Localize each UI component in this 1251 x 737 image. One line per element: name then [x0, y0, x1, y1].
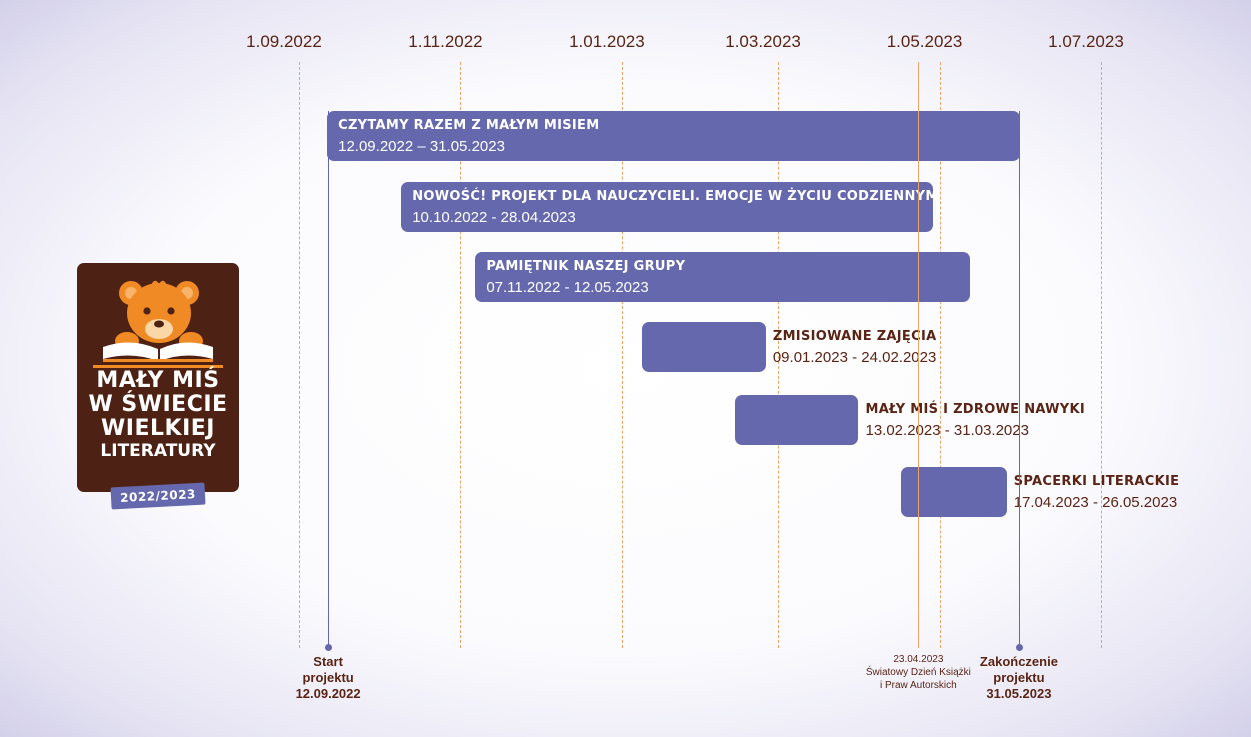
- gridline: [621, 62, 623, 648]
- task-dates: 09.01.2023 - 24.02.2023: [772, 349, 937, 366]
- logo-line: LITERATURY: [100, 441, 216, 461]
- start-marker-line: [328, 111, 330, 647]
- task-bar: [475, 252, 970, 302]
- start-marker-dot: [325, 644, 333, 651]
- task-bar: [734, 395, 859, 445]
- start-marker-label-line: Start: [313, 654, 343, 669]
- logo-line: WIELKIEJ: [101, 416, 215, 441]
- bear-reading-book-icon: [93, 280, 223, 368]
- gridline: [939, 62, 941, 648]
- event-marker-label-line: i Praw Autorskich: [880, 680, 957, 691]
- task-bar: [327, 111, 1020, 161]
- axis-tick-label: 1.09.2022: [246, 32, 322, 51]
- task-title: ZMISIOWANE ZAJĘCIA: [772, 329, 937, 344]
- axis-tick-label: 1.03.2023: [725, 32, 801, 51]
- task-dates: 17.04.2023 - 26.05.2023: [1013, 494, 1178, 511]
- axis-tick-label: 1.07.2023: [1048, 32, 1124, 51]
- task-title: CZYTAMY RAZEM Z MAŁYM MISIEM: [338, 118, 600, 133]
- gridline: [299, 62, 300, 648]
- gridline: [1101, 62, 1102, 648]
- gridline: [778, 62, 780, 648]
- axis-tick-label: 1.01.2023: [569, 32, 645, 51]
- end-marker-line: [1018, 111, 1020, 647]
- axis-tick-label: 1.05.2023: [886, 32, 963, 51]
- task-bar: [401, 182, 933, 232]
- end-marker-label-line: Zakończenie: [979, 654, 1058, 669]
- task-bar: [901, 467, 1007, 517]
- task-bar: [642, 322, 766, 372]
- task-dates: 13.02.2023 - 31.03.2023: [865, 422, 1029, 439]
- start-marker-label-line: projektu: [302, 670, 354, 685]
- logo-line: MAŁY MIŚ: [96, 368, 220, 393]
- logo-year-badge: 2022/2023: [110, 482, 206, 510]
- project-logo: MAŁY MIŚ W ŚWIECIE WIELKIEJ LITERATURY 2…: [77, 263, 239, 510]
- event-marker-line: [918, 62, 920, 648]
- task-title: PAMIĘTNIK NASZEJ GRUPY: [486, 259, 686, 274]
- logo-title: MAŁY MIŚ W ŚWIECIE WIELKIEJ LITERATURY: [77, 368, 239, 462]
- end-marker-label-line: 31.05.2023: [986, 686, 1052, 701]
- event-marker-label-line: 23.04.2023: [893, 654, 944, 665]
- task-dates: 07.11.2022 - 12.05.2023: [486, 279, 649, 296]
- end-marker-label-line: projektu: [993, 670, 1045, 685]
- axis-tick-label: 1.11.2022: [408, 32, 483, 51]
- task-title: NOWOŚĆ! PROJEKT DLA NAUCZYCIELI. EMOCJE …: [412, 189, 939, 204]
- gridline: [460, 62, 462, 648]
- event-marker-label-line: Światowy Dzień Książki: [865, 667, 971, 678]
- logo-line: W ŚWIECIE: [88, 392, 228, 417]
- start-marker-label-line: 12.09.2022: [295, 686, 361, 701]
- task-title: MAŁY MIŚ I ZDROWE NAWYKI: [865, 402, 1086, 417]
- task-dates: 12.09.2022 – 31.05.2023: [338, 138, 505, 155]
- task-title: SPACERKI LITERACKIE: [1013, 474, 1180, 489]
- task-dates: 10.10.2022 - 28.04.2023: [412, 209, 576, 226]
- end-marker-dot: [1015, 644, 1023, 651]
